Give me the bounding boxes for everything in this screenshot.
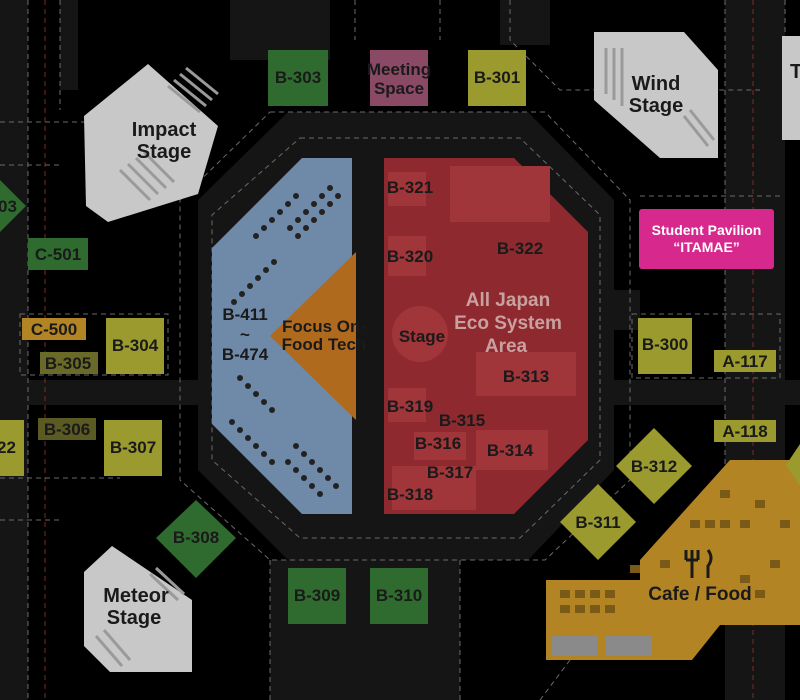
meeting-space[interactable]: Meeting Space [367, 50, 431, 106]
booth-c-500-label: C-500 [31, 320, 77, 339]
focus-zone-label-2: Food Tech [282, 335, 367, 354]
booth-b-301[interactable]: B-301 [468, 50, 526, 106]
booth-left-partial-03-label: 03 [0, 197, 17, 216]
booth-c-501-label: C-501 [35, 245, 81, 264]
booth-b-312-label: B-312 [631, 457, 677, 476]
booth-c-500[interactable]: C-500 [22, 318, 86, 340]
booth-b-308-label: B-308 [173, 528, 219, 547]
booth-b-310-label: B-310 [376, 586, 422, 605]
booth-b-311[interactable]: B-311 [560, 484, 636, 560]
booth-b-303[interactable]: B-303 [268, 50, 328, 106]
booth-b-317-label: B-317 [427, 463, 473, 482]
booth-b-309[interactable]: B-309 [288, 568, 346, 624]
booth-b-315-label: B-315 [439, 411, 485, 430]
booth-b-305[interactable]: B-305 [40, 352, 98, 374]
fork-knife-icon [684, 549, 713, 578]
booth-b-304[interactable]: B-304 [106, 318, 164, 374]
booth-left-partial-03[interactable]: 03 [0, 180, 26, 232]
booth-dots [229, 185, 341, 497]
booth-a-117-label: A-117 [722, 352, 767, 371]
booth-b-309-label: B-309 [294, 586, 340, 605]
meteor-stage-label-2: Stage [107, 607, 161, 629]
wind-stage-label-1: Wind [632, 73, 681, 95]
meteor-stage[interactable]: Meteor Stage [84, 546, 192, 672]
booth-right-partial[interactable] [786, 444, 800, 486]
booth-b-318-label: B-318 [387, 485, 433, 504]
booth-left-partial-22-label: 22 [0, 438, 16, 457]
booth-b-308[interactable]: B-308 [156, 500, 236, 578]
booth-b-313-label: B-313 [503, 367, 549, 386]
blue-zone-label-3: B-474 [222, 345, 269, 364]
wind-stage[interactable]: Wind Stage [594, 32, 718, 158]
eco-area-label-3: Area [485, 336, 528, 357]
booth-left-partial-22[interactable]: 22 [0, 420, 24, 476]
booth-a-118-label: A-118 [722, 422, 767, 441]
booth-b-314-label: B-314 [487, 441, 534, 460]
booth-b-319-label: B-319 [387, 397, 433, 416]
focus-on-food-tech-zone[interactable]: Focus On- Food Tech [270, 252, 366, 420]
booth-b-321-label: B-321 [387, 178, 433, 197]
booth-b-301-label: B-301 [474, 68, 520, 87]
impact-stage-label-2: Stage [137, 141, 191, 163]
red-stage-label: Stage [399, 327, 445, 346]
impact-stage-label-1: Impact [132, 119, 197, 141]
booth-a-118[interactable]: A-118 [714, 420, 776, 442]
blue-zone-label-1: B-411 [222, 305, 267, 324]
eco-system-area[interactable]: B-321 B-320 B-322 All Japan Eco System A… [384, 158, 588, 514]
booth-b-307[interactable]: B-307 [104, 420, 162, 476]
booth-b-316-label: B-316 [415, 434, 461, 453]
student-pavilion-line-2: “ITAMAE” [673, 239, 740, 255]
right-partial-stage-label: T [790, 61, 800, 83]
wind-stage-label-2: Stage [629, 95, 683, 117]
impact-stage[interactable]: Impact Stage [84, 64, 219, 222]
eco-area-label-2: Eco System [454, 313, 562, 334]
eco-area-label-1: All Japan [466, 290, 550, 311]
booth-b-304-label: B-304 [112, 336, 159, 355]
meeting-space-label-1: Meeting [367, 60, 431, 79]
blue-zone-label-2: ~ [240, 325, 250, 344]
student-pavilion-line-1: Student Pavilion [651, 222, 762, 238]
meteor-stage-label-1: Meteor [103, 585, 169, 607]
booth-b-300-label: B-300 [642, 335, 688, 354]
booth-b-320-label: B-320 [387, 247, 433, 266]
booth-b-303-label: B-303 [275, 68, 321, 87]
booth-b-311-label: B-311 [575, 513, 620, 532]
booth-a-117[interactable]: A-117 [714, 350, 776, 372]
booth-b-307-label: B-307 [110, 438, 156, 457]
booth-b-300[interactable]: B-300 [638, 318, 692, 374]
booth-b-306[interactable]: B-306 [38, 418, 96, 440]
cafe-food-label: Cafe / Food [648, 584, 751, 605]
right-partial-stage[interactable]: T [782, 36, 800, 140]
student-pavilion-itamae[interactable]: Student Pavilion “ITAMAE” [639, 209, 774, 269]
focus-zone-label-1: Focus On- [282, 317, 366, 336]
booth-b-322-label: B-322 [497, 239, 543, 258]
meeting-space-label-2: Space [374, 79, 424, 98]
booth-c-501[interactable]: C-501 [28, 238, 88, 270]
booth-b-305-label: B-305 [45, 354, 91, 373]
cafe-food-area[interactable]: Cafe / Food [546, 460, 800, 660]
booth-b-312[interactable]: B-312 [616, 428, 692, 504]
booth-b-306-label: B-306 [44, 420, 90, 439]
booth-b-310[interactable]: B-310 [370, 568, 428, 624]
